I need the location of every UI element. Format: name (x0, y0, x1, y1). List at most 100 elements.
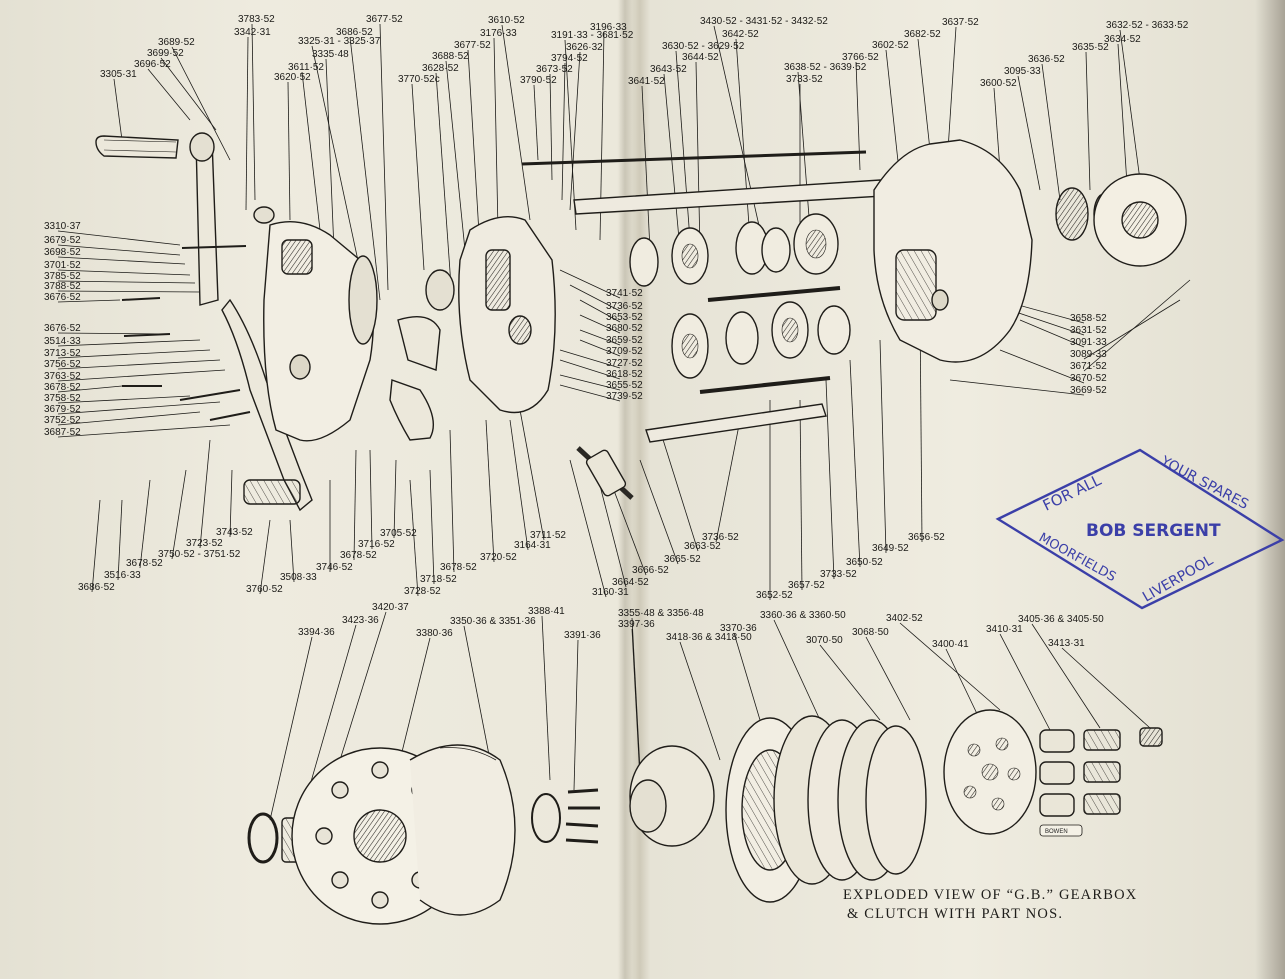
leader-line (899, 622, 1001, 711)
part-number-label: 3631·52 (1070, 325, 1107, 336)
leader-line (917, 38, 931, 151)
part-number-label: 3758·52 (44, 393, 81, 404)
leader-line (91, 499, 101, 593)
leader-line (1061, 647, 1151, 729)
part-number-label: 3733·52 (786, 74, 823, 85)
leader-line (999, 633, 1051, 731)
leader-line (57, 385, 123, 393)
part-number-label: 3423·36 (342, 615, 379, 626)
part-number-label: 3699·52 (147, 48, 184, 59)
leader-line (229, 469, 233, 538)
leader-line (569, 51, 581, 211)
part-number-label: 3068·50 (852, 627, 889, 638)
part-number-label: 3678·52 (126, 558, 163, 569)
leader-line (160, 57, 217, 131)
leader-line (449, 429, 455, 573)
part-number-label: 3632·52 - 3633·52 (1106, 20, 1189, 31)
part-number-label: 3705·52 (380, 528, 417, 539)
part-number-label: 3370·36 (720, 623, 757, 634)
part-number-label: 3405·36 & 3405·50 (1018, 614, 1104, 625)
part-number-label: 3305·31 (100, 69, 137, 80)
caption-line-1: EXPLODED VIEW OF “G.B.” GEARBOX (843, 887, 1138, 903)
leader-line (849, 359, 861, 568)
part-number-label: 3716·52 (358, 539, 395, 550)
leader-line (269, 636, 313, 821)
part-number-label: 3335·48 (312, 49, 349, 60)
part-number-label: 3630·52 - 3629·52 (662, 41, 745, 52)
leader-line (349, 36, 381, 301)
part-number-label: 3176·33 (480, 28, 517, 39)
leader-line (57, 369, 226, 382)
part-number-label: 3733·52 (820, 569, 857, 580)
part-number-label: 3400·41 (932, 639, 969, 650)
leader-line (311, 45, 361, 271)
part-number-label: 3410·31 (986, 624, 1023, 635)
leader-line (199, 439, 211, 549)
part-number-label: 3196·33 (590, 22, 627, 33)
part-number-label: 3643·52 (650, 64, 687, 75)
part-number-label: 3709·52 (606, 346, 643, 357)
part-number-label: 3763·52 (44, 371, 81, 382)
part-number-label: 3413·31 (1048, 638, 1085, 649)
part-number-label: 3659·52 (606, 335, 643, 346)
leader-line (57, 339, 201, 347)
part-number-label: 3355·48 & 3356·48 (618, 608, 704, 619)
leader-line (379, 23, 389, 291)
leader-line (339, 611, 387, 761)
part-number-label: 3718·52 (420, 574, 457, 585)
leader-line (117, 499, 123, 581)
part-number-label: 3649·52 (872, 543, 909, 554)
part-number-label: 3516·33 (104, 570, 141, 581)
leader-line (579, 314, 621, 334)
leader-line (171, 469, 187, 560)
part-number-label: 3673·52 (536, 64, 573, 75)
page-edge-shadow (1255, 0, 1285, 979)
leader-line (579, 329, 621, 346)
part-number-label: 3666·52 (632, 565, 669, 576)
part-number-label: 3664·52 (612, 577, 649, 588)
part-number-label: 3676·52 (44, 292, 81, 303)
part-number-label: 3602·52 (872, 40, 909, 51)
leader-line (663, 73, 681, 251)
part-number-label: 3160·31 (592, 587, 629, 598)
part-number-label: 3508·33 (280, 572, 317, 583)
part-number-label: 3070·50 (806, 635, 843, 646)
part-number-label: 3794·52 (551, 53, 588, 64)
leader-line (493, 37, 499, 231)
leader-line (631, 628, 641, 781)
leader-line (171, 46, 231, 161)
leader-line (1017, 75, 1041, 191)
leader-line (1119, 29, 1141, 181)
part-number-label: 3634·52 (1104, 34, 1141, 45)
leader-line (564, 39, 577, 231)
part-number-label: 3676·52 (44, 323, 81, 334)
leader-line (509, 419, 529, 551)
leader-line (1019, 319, 1085, 348)
leader-line (57, 290, 201, 293)
part-number-label: 3635·52 (1072, 42, 1109, 53)
leader-line (393, 459, 397, 539)
leader-line (57, 244, 181, 256)
leader-line (467, 49, 481, 251)
leader-line (825, 379, 835, 580)
part-number-label: 3720·52 (480, 552, 517, 563)
part-number-label: 3750·52 - 3751·52 (158, 549, 241, 560)
part-number-label: 3677·52 (366, 14, 403, 25)
leader-line (325, 58, 335, 251)
leader-line (57, 395, 191, 404)
part-number-label: 3397·36 (618, 619, 655, 630)
part-number-label: 3679·52 (44, 235, 81, 246)
part-number-label: 3091·33 (1070, 337, 1107, 348)
part-number-label: 3095·33 (1004, 66, 1041, 77)
part-number-label: 3380·36 (416, 628, 453, 639)
leader-line (559, 359, 621, 380)
leader-line (675, 50, 691, 241)
leader-line (245, 36, 249, 211)
part-number-label: 3650·52 (846, 557, 883, 568)
artist-signature: BOWEN (1045, 829, 1068, 835)
leader-line (993, 87, 1001, 171)
part-number-label: 3342·31 (234, 27, 271, 38)
part-number-label: 3790·52 (520, 75, 557, 86)
leader-line (999, 349, 1085, 384)
